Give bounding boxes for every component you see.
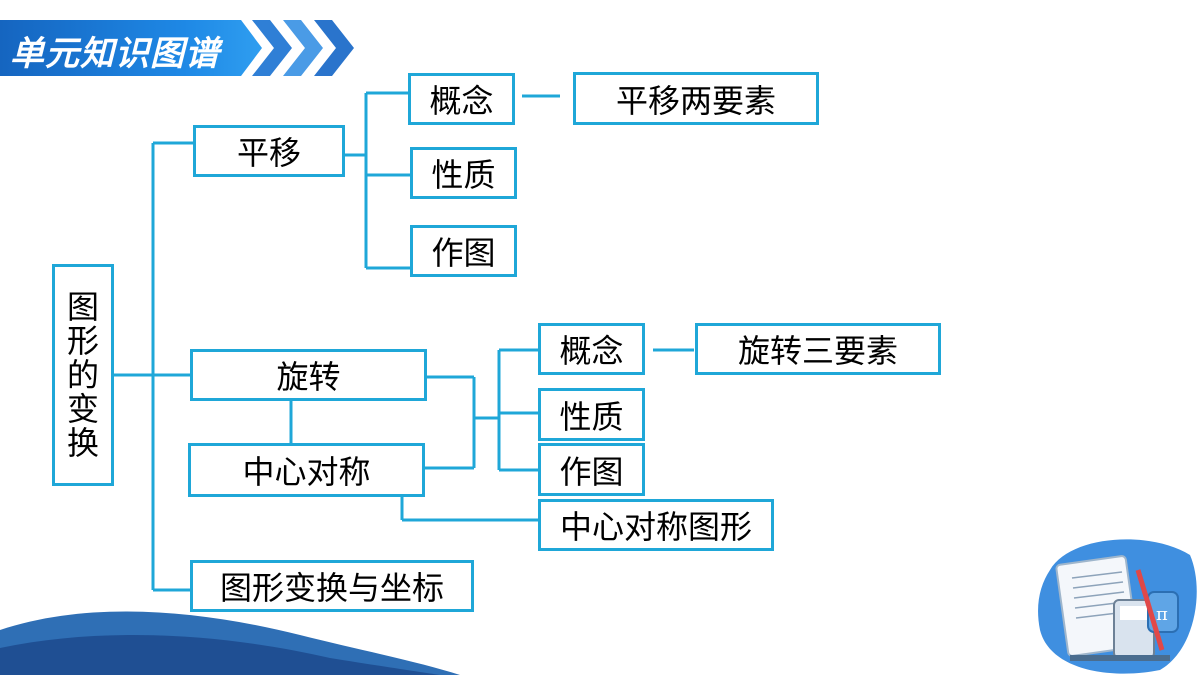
node-rotation-concept: 概念 <box>538 323 645 375</box>
header-banner <box>0 20 262 76</box>
node-rotation-drawing: 作图 <box>538 443 645 496</box>
root-node: 图 形 的 变 换 <box>52 264 114 486</box>
root-char: 图 <box>66 288 99 326</box>
root-char: 形 <box>66 322 99 360</box>
root-char: 换 <box>66 424 99 462</box>
node-translation: 平移 <box>193 125 345 177</box>
svg-text:π: π <box>1156 604 1168 625</box>
node-translation-concept-detail: 平移两要素 <box>573 72 819 125</box>
page-title: 单元知识图谱 <box>10 34 220 74</box>
node-coordinates: 图形变换与坐标 <box>190 560 474 612</box>
node-central-symmetry-figure: 中心对称图形 <box>538 499 774 551</box>
node-translation-property: 性质 <box>410 147 517 199</box>
node-rotation-property: 性质 <box>538 388 645 441</box>
node-central-symmetry: 中心对称 <box>188 443 425 497</box>
node-translation-drawing: 作图 <box>410 225 517 277</box>
math-stationery-icon: π <box>1038 539 1197 674</box>
root-char: 的 <box>66 356 99 394</box>
node-translation-concept: 概念 <box>408 73 515 125</box>
node-rotation: 旋转 <box>190 349 427 401</box>
wave-decoration <box>0 611 460 675</box>
node-rotation-concept-detail: 旋转三要素 <box>695 323 941 375</box>
root-char: 变 <box>66 390 99 428</box>
